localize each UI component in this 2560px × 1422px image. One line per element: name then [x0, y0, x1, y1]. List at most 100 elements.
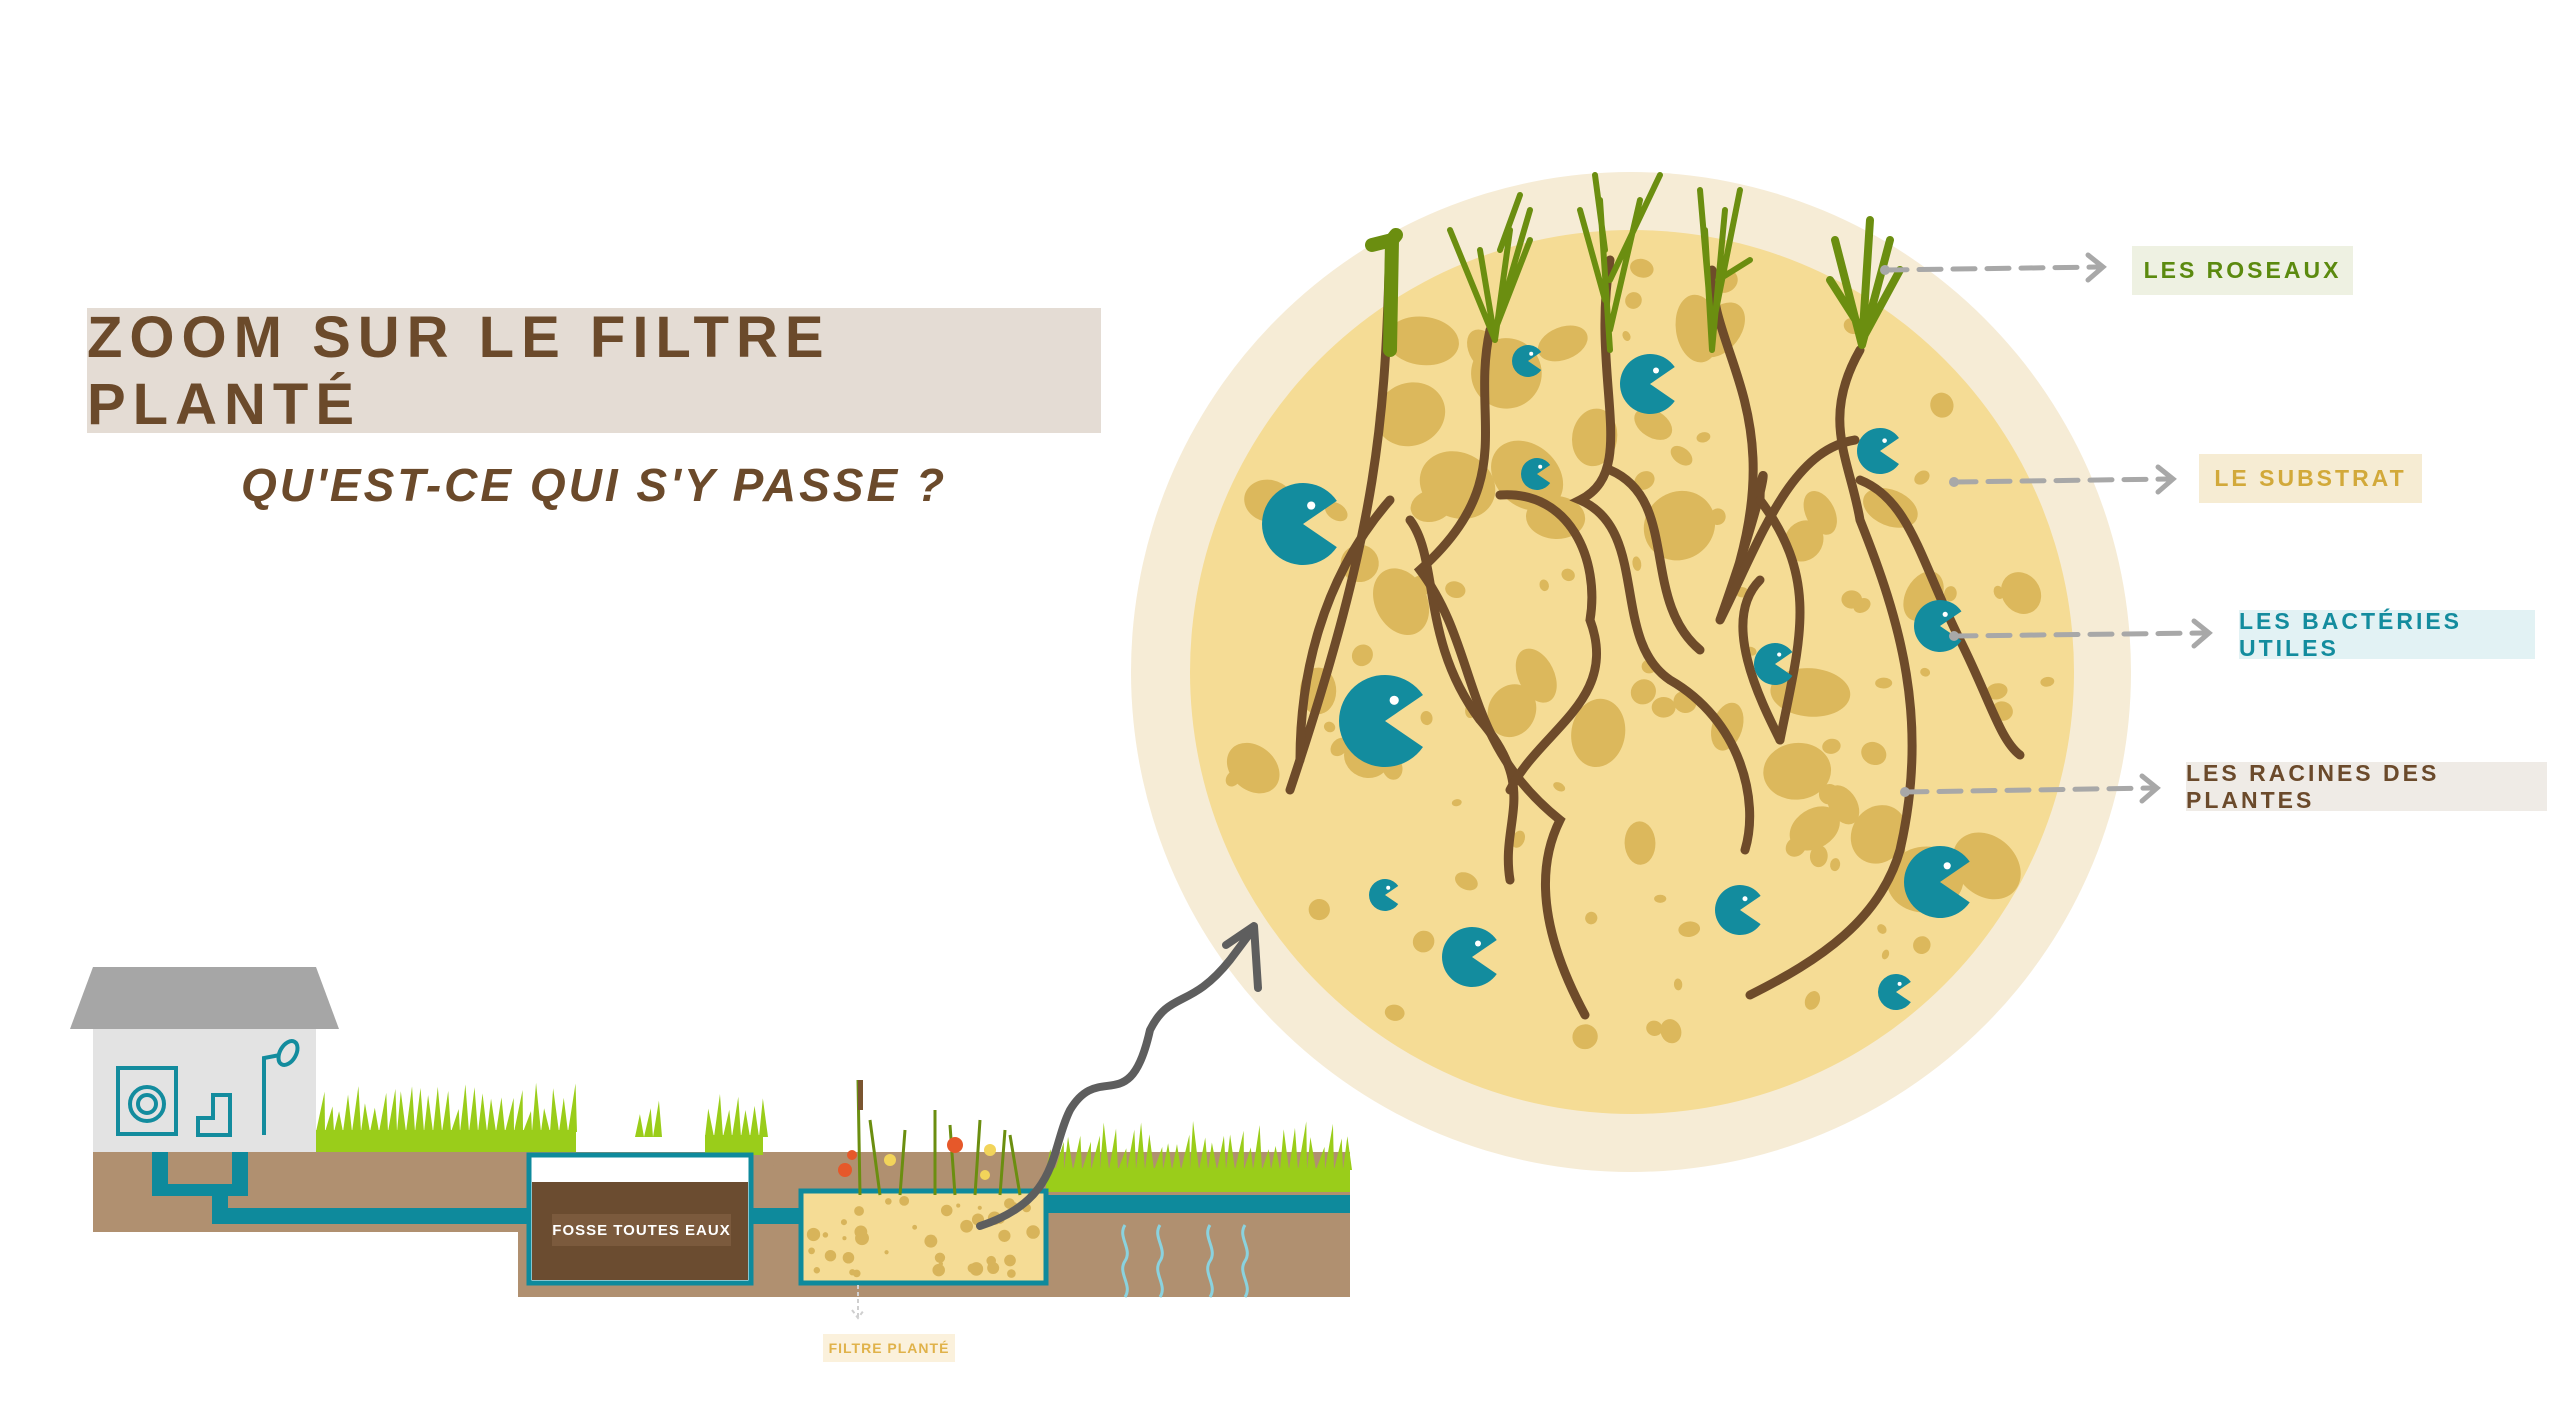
grass-blade — [1127, 1129, 1136, 1170]
sand-grain — [1004, 1254, 1016, 1267]
system-diagram — [70, 922, 1352, 1320]
septic-tank-label: FOSSE TOUTES EAUX — [552, 1214, 731, 1246]
bacterium-icon — [1441, 927, 1497, 987]
sand-grain — [824, 1249, 837, 1262]
grass-blade — [478, 1093, 487, 1132]
sand-grain — [842, 1251, 855, 1264]
substrate-grain — [1943, 586, 1957, 602]
sand-grain — [956, 1203, 961, 1208]
substrate-grain — [1451, 799, 1462, 807]
washing-machine-icon — [116, 1066, 178, 1136]
bacterium-icon — [1521, 457, 1551, 491]
grass-blade — [1109, 1128, 1118, 1170]
grass-blade — [541, 1108, 550, 1132]
sand-grain — [986, 1255, 997, 1266]
substrate-grain — [1553, 782, 1566, 792]
bacterium-icon — [1878, 974, 1911, 1010]
grass-blade — [505, 1097, 514, 1132]
grass-blade — [1244, 1147, 1253, 1170]
grass-blade — [568, 1083, 577, 1132]
substrate-grain — [1678, 921, 1701, 937]
sand-grain — [808, 1247, 815, 1255]
substrate-grain — [1792, 819, 1813, 845]
substrate-grain — [1386, 316, 1459, 366]
sand-grain — [855, 1231, 869, 1246]
substrate-grain — [1561, 568, 1575, 582]
sand-grain — [854, 1206, 864, 1216]
grass-blade — [1064, 1136, 1073, 1170]
toilet-icon — [196, 1093, 232, 1137]
grass-blade — [1271, 1145, 1280, 1170]
grass-blade — [469, 1087, 478, 1132]
substrate-grain — [1420, 711, 1433, 726]
label-bacteria: LES BACTÉRIES UTILES — [2239, 608, 2535, 661]
substrate-grain — [2040, 676, 2055, 687]
grass-blade — [397, 1091, 406, 1132]
planted-filter-label: FILTRE PLANTÉ — [823, 1334, 955, 1362]
substrate-grain — [1643, 490, 1716, 561]
substrate-grain — [1861, 741, 1887, 766]
sand-grain — [806, 1227, 821, 1242]
grass-blade — [1172, 1144, 1181, 1170]
grass-blade — [1235, 1130, 1244, 1170]
substrate-grain — [1375, 382, 1446, 447]
substrate-grain — [1670, 445, 1693, 466]
bacterium-icon — [1511, 345, 1542, 378]
reeds — [1365, 172, 1904, 357]
substrate-grain — [1850, 805, 1907, 864]
substrate-grain — [1324, 501, 1348, 522]
grass-blade — [723, 1109, 732, 1137]
sand-grain — [932, 1263, 945, 1277]
plant-roots — [1285, 235, 2025, 1020]
substrate-grain — [1308, 899, 1330, 921]
zoom-arrow — [976, 922, 1262, 1230]
substrate-grain — [1515, 648, 1557, 703]
grass-blade — [1100, 1122, 1109, 1170]
grass-blade — [635, 1114, 644, 1137]
bacterium-icon — [1754, 643, 1793, 685]
substrate-grain — [1841, 590, 1863, 609]
grass-blade — [1217, 1135, 1226, 1170]
substrate-grain — [2000, 572, 2042, 614]
grass-blade — [415, 1088, 424, 1132]
substrate-grain — [1673, 978, 1683, 991]
substrate-grain — [1516, 704, 1533, 724]
sand-grain — [1026, 1225, 1040, 1239]
zoom-circle — [1131, 172, 2131, 1172]
bacterium-eye — [1882, 438, 1887, 443]
grass-blade — [1262, 1149, 1271, 1170]
grass-blade — [460, 1084, 469, 1132]
substrate-grain — [1660, 1019, 1682, 1044]
grass-blade — [343, 1094, 352, 1132]
substrate-grain — [1455, 872, 1478, 891]
grass-blade — [1316, 1146, 1325, 1170]
substrate-grain — [1487, 684, 1537, 738]
substrate-grain — [1572, 1024, 1598, 1050]
page-subtitle: QU'EST-CE QUI S'Y PASSE ? — [240, 459, 948, 511]
bacterium-eye — [1538, 464, 1543, 469]
sand-grain — [940, 1204, 953, 1217]
sand-grain — [969, 1262, 984, 1276]
grass-blade — [496, 1097, 505, 1132]
substrate-grain — [1875, 677, 1893, 689]
grass-blade — [451, 1109, 460, 1132]
grass-blade — [653, 1100, 662, 1137]
bacterium-icon — [1857, 428, 1899, 475]
grass-blade — [1280, 1129, 1289, 1170]
bacterium-icon — [1620, 354, 1675, 415]
sand-grain — [1004, 1198, 1015, 1209]
sand-grain — [813, 1267, 821, 1274]
label-connectors — [1880, 252, 2213, 804]
substrate-grain — [1585, 911, 1598, 925]
substrate-grain — [1710, 702, 1744, 751]
substrate-grain — [1571, 698, 1626, 768]
grass-blade — [1181, 1134, 1190, 1170]
bacterium-eye — [1653, 367, 1659, 374]
bacterium-eye — [1777, 652, 1782, 657]
sand-grain — [1007, 1269, 1016, 1278]
substrate-grain — [1537, 325, 1588, 362]
substrate-grain — [1646, 1020, 1663, 1036]
grass-blade — [732, 1096, 741, 1137]
grass-blade — [1226, 1134, 1235, 1170]
substrate-grain — [1634, 408, 1673, 440]
